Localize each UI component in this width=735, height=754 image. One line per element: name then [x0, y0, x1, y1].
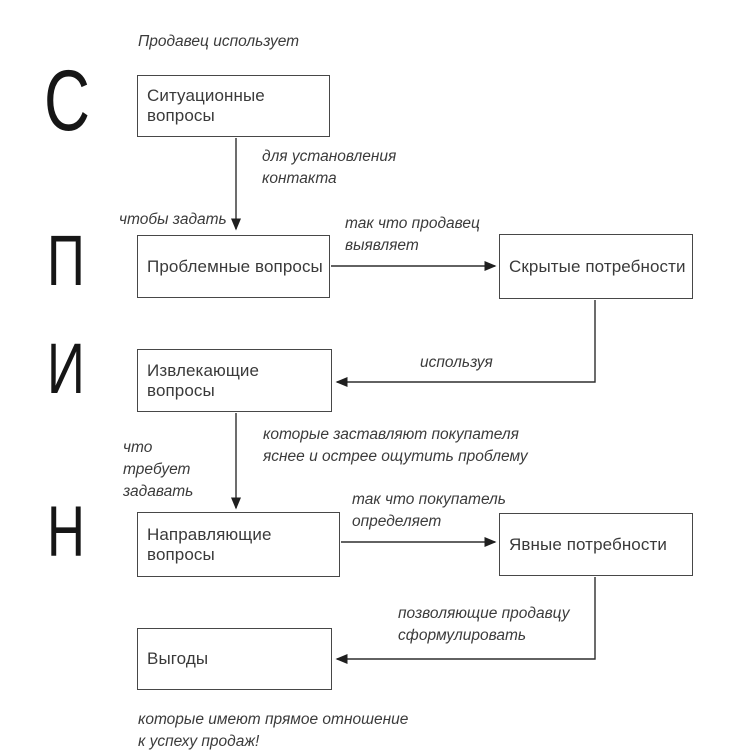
letter-n: Н	[47, 493, 85, 572]
box-implication-questions: Извлекающие вопросы	[137, 349, 332, 412]
label-which-requires-asking: что требует задавать	[123, 439, 194, 500]
letter-p: П	[47, 222, 85, 301]
box-directing-questions: Направляющие вопросы	[137, 512, 340, 577]
label-for-establishing-contact: для установления контакта	[262, 148, 397, 187]
label-related-to-sales-success: которые имеют прямое отношение к успеху …	[138, 711, 409, 750]
box-benefits: Выгоды	[137, 628, 332, 690]
label-seller-uses: Продавец использует	[138, 33, 300, 50]
box-problem-questions: Проблемные вопросы	[137, 235, 330, 298]
label-make-buyer-feel-problem: которые заставляют покупателя яснее и ос…	[263, 426, 528, 465]
label-to-ask: чтобы задать	[119, 211, 227, 228]
label-buyer-defines: так что покупатель определяет	[352, 491, 506, 530]
label-allowing-seller-formulate: позволяющие продавцу сформулировать	[398, 605, 570, 644]
label-using: используя	[420, 354, 493, 371]
letter-i: И	[47, 330, 85, 409]
box-hidden-needs: Скрытые потребности	[499, 234, 693, 299]
box-explicit-needs: Явные потребности	[499, 513, 693, 576]
letter-s: С	[44, 53, 90, 149]
box-situational-questions: Ситуационные вопросы	[137, 75, 330, 137]
label-seller-reveals: так что продавец выявляет	[345, 215, 480, 254]
